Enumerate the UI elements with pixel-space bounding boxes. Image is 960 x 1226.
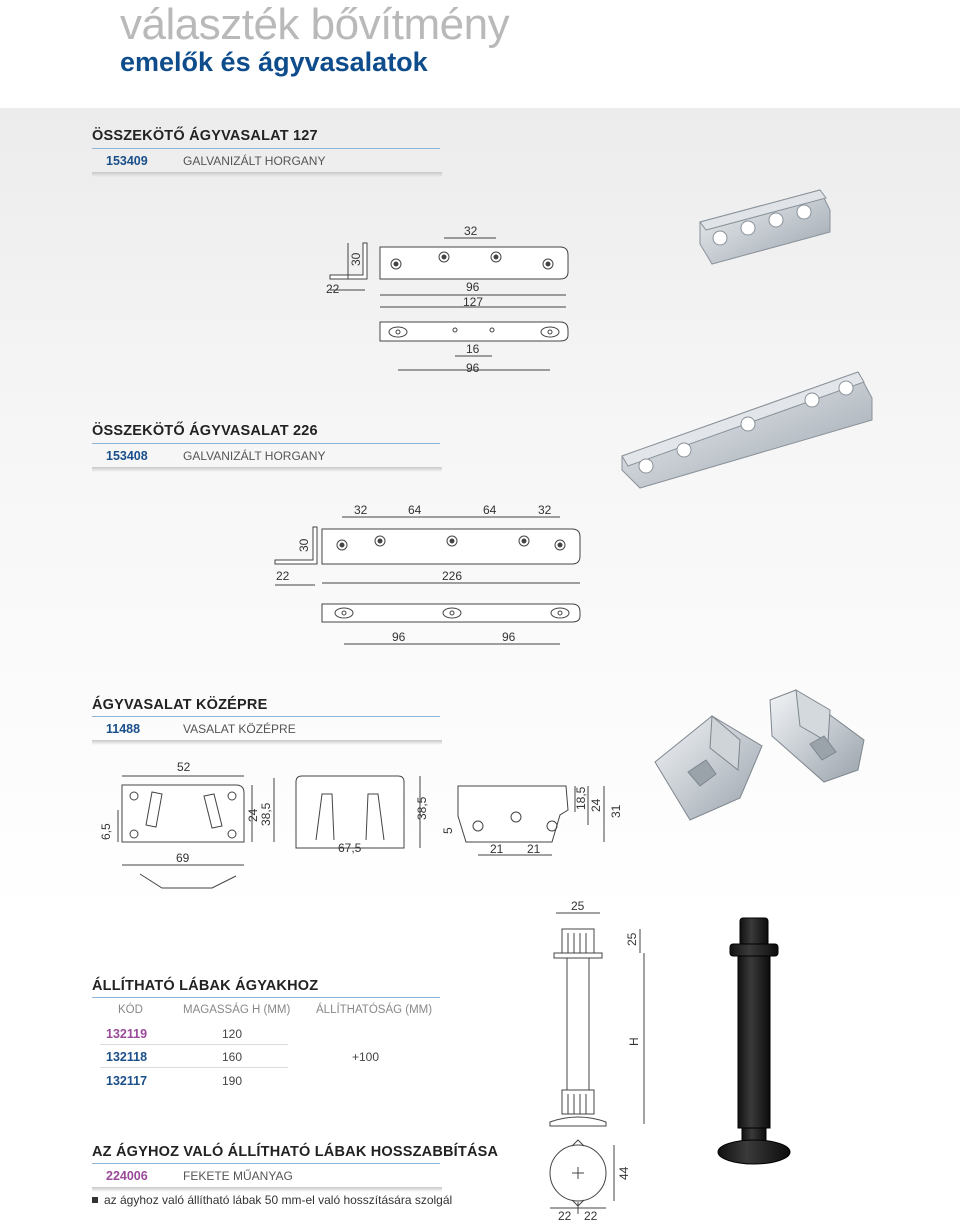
extension-cap-drawing — [549, 1139, 615, 1214]
section5-note-text: az ágyhoz való állítható lábak 50 mm-el … — [104, 1193, 453, 1207]
table-row-code: 132118 — [106, 1050, 148, 1064]
page-title-thin: választék bővítmény — [120, 0, 510, 49]
dim-96: 96 — [466, 280, 480, 294]
dim-96-left: 96 — [392, 630, 406, 644]
section4-divider — [92, 997, 440, 998]
bracket-127-drawing — [329, 237, 569, 371]
table-row-height: 190 — [222, 1074, 243, 1088]
section2-divider — [92, 443, 440, 444]
section1-title: ÖSSZEKÖTŐ ÁGYVASALAT 127 — [92, 128, 318, 144]
section5-title: AZ ÁGYHOZ VALÓ ÁLLÍTHATÓ LÁBAK HOSSZABBÍ… — [92, 1144, 499, 1160]
dim-96-right: 96 — [502, 630, 516, 644]
dim-21-right: 21 — [527, 842, 541, 856]
dim-226: 226 — [442, 569, 462, 583]
content-background — [0, 108, 960, 918]
dim-22-226: 22 — [276, 569, 290, 583]
bracket-226-photo — [621, 371, 873, 489]
dim-38-5: 38,5 — [259, 802, 273, 826]
table-row-divider — [100, 1044, 288, 1045]
dim-H: H — [627, 1037, 641, 1046]
dim-64-left: 64 — [408, 503, 422, 517]
dim-96-bottom: 96 — [466, 361, 480, 375]
header — [0, 0, 960, 108]
dim-24: 24 — [246, 808, 260, 822]
section3-title: ÁGYVASALAT KÖZÉPRE — [92, 697, 268, 713]
dim-6-5: 6,5 — [99, 823, 113, 840]
dim-127: 127 — [463, 295, 483, 309]
dim-38-5-side: 38,5 — [415, 796, 429, 820]
dim-18-5: 18,5 — [574, 786, 588, 810]
center-bracket-photo — [654, 689, 865, 821]
bullet-icon — [92, 1197, 98, 1203]
section2-desc: GALVANIZÁLT HORGANY — [183, 449, 326, 463]
section3-code: 11488 — [106, 722, 141, 736]
table-adjust-value: +100 — [352, 1050, 380, 1064]
section5-divider — [92, 1163, 440, 1164]
dim-22-left: 22 — [558, 1209, 572, 1223]
dim-24-side: 24 — [589, 798, 603, 812]
section2-code: 153408 — [106, 449, 148, 463]
section1-desc: GALVANIZÁLT HORGANY — [183, 154, 326, 168]
adjustable-leg-drawing — [549, 912, 645, 1127]
dim-22-right: 22 — [584, 1209, 598, 1223]
dim-21-left: 21 — [490, 842, 504, 856]
table-row-height: 120 — [222, 1027, 243, 1041]
section3-shadow — [92, 740, 442, 745]
section5-note: az ágyhoz való állítható lábak 50 mm-el … — [92, 1193, 452, 1207]
section1-code: 153409 — [106, 154, 148, 168]
dim-16: 16 — [466, 342, 480, 356]
section5-shadow — [92, 1187, 442, 1192]
section5-code: 224006 — [106, 1169, 148, 1183]
dim-67-5: 67,5 — [338, 841, 362, 855]
dim-32: 32 — [464, 224, 478, 238]
section1-divider — [92, 148, 440, 149]
bracket-226-drawing — [274, 516, 581, 645]
dim-52: 52 — [177, 760, 191, 774]
dim-25-side: 25 — [625, 932, 639, 946]
section3-divider — [92, 716, 440, 717]
section5-desc: FEKETE MŰANYAG — [183, 1169, 293, 1183]
dim-32-left: 32 — [354, 503, 368, 517]
dim-30-226: 30 — [297, 538, 311, 552]
table-header-height: MAGASSÁG H (mm) — [183, 1004, 291, 1016]
table-row-code: 132119 — [106, 1027, 148, 1041]
table-header-code: KÓD — [118, 1004, 143, 1016]
black-leg-photo — [717, 917, 791, 1165]
section2-shadow — [92, 467, 442, 472]
dim-5: 5 — [441, 827, 455, 834]
section2-title: ÖSSZEKÖTŐ ÁGYVASALAT 226 — [92, 423, 318, 439]
dim-31: 31 — [609, 804, 623, 818]
page-title-bold: emelők és ágyvasalatok — [120, 47, 428, 77]
section4-title: ÁLLÍTHATÓ LÁBAK ÁGYAKHOZ — [92, 978, 319, 994]
dim-32-right: 32 — [538, 503, 552, 517]
dim-44: 44 — [617, 1166, 631, 1180]
bracket-127-photo — [699, 189, 831, 265]
table-row-code: 132117 — [106, 1074, 148, 1088]
dim-22: 22 — [326, 282, 340, 296]
table-row-height: 160 — [222, 1050, 243, 1064]
dim-64-right: 64 — [483, 503, 497, 517]
dim-25-top: 25 — [571, 899, 585, 913]
table-header-adjust: ÁLLÍTHATÓSÁG (mm) — [316, 1004, 433, 1016]
dim-69: 69 — [176, 851, 190, 865]
dim-30: 30 — [349, 252, 363, 266]
table-row-divider — [100, 1067, 288, 1068]
center-bracket-drawing — [117, 775, 605, 889]
section3-desc: VASALAT KÖZÉPRE — [183, 722, 296, 736]
section1-shadow — [92, 172, 442, 177]
